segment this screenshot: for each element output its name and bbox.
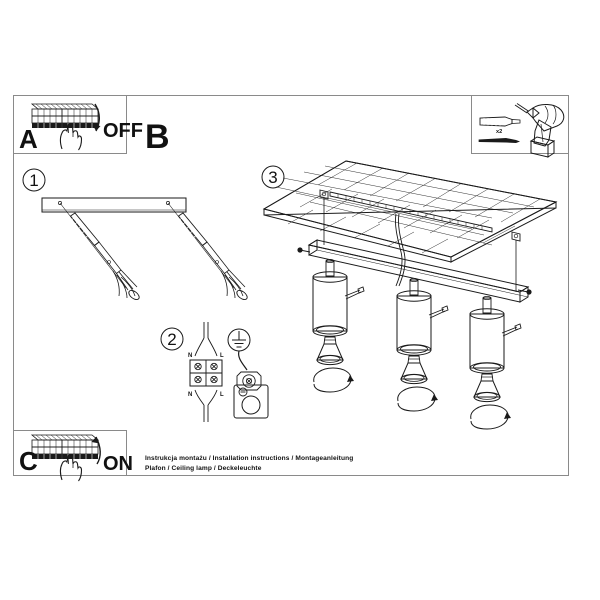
caption-line-2: Plafon / Ceiling lamp / Deckeleuchte [145, 465, 262, 472]
tools-quantity-label: x2 [496, 129, 502, 135]
tools-box [471, 95, 569, 154]
twist-to-lock-arrow-icon-1 [313, 367, 354, 393]
tilt-screw-2 [428, 305, 449, 319]
panel-c-box [13, 430, 127, 476]
panel-a-box [13, 95, 127, 154]
wall-plug-icon [479, 116, 521, 127]
terminal-block [189, 359, 223, 387]
screw-body [479, 138, 520, 143]
spotlight-head-2 [396, 277, 449, 412]
breaker-switch-row [32, 123, 98, 128]
supply-wire-droop [395, 213, 403, 287]
screw-left-tip [128, 289, 140, 301]
fixture-cable [194, 389, 218, 422]
twist-to-lock-arrow-icon-3 [470, 404, 511, 430]
panel-a-letter: A [19, 124, 38, 154]
arrow-up-curved-icon [91, 436, 101, 465]
connector-housing [233, 384, 269, 419]
panel-b-letter: B [145, 118, 170, 156]
ceiling-surface [262, 160, 558, 263]
step-2-number: 2 [167, 330, 176, 349]
hand-pointing-icon-c [59, 453, 83, 482]
bulb-3 [473, 373, 501, 403]
twist-to-lock-arrow-icon-2 [397, 386, 438, 412]
step-1-number: 1 [29, 171, 38, 190]
step-3: 3 [261, 160, 558, 430]
bar-hole-right [166, 201, 170, 205]
mounting-bar [41, 197, 187, 213]
ceiling-plank-lines [275, 165, 535, 246]
spotlight-head-3 [469, 295, 522, 430]
plate-screw-right [517, 289, 532, 295]
screw-right-tip [236, 289, 248, 301]
step-1-badge [22, 168, 46, 192]
bulb-1 [316, 336, 344, 366]
earth-connector [236, 371, 262, 391]
step-2-badge [160, 327, 184, 351]
supply-wire-droop-2 [398, 213, 406, 287]
supply-cable [194, 322, 218, 357]
hand-pointing-icon [59, 122, 83, 151]
arrow-head [92, 124, 101, 131]
tilt-screw-1 [344, 286, 365, 300]
panel-a-action-label: OFF [103, 120, 143, 142]
step-2: 2 N L N L [160, 322, 269, 422]
panel-c: ON C [13, 430, 133, 482]
panel-c-action-label: ON [103, 453, 133, 475]
drill-icon [514, 103, 565, 158]
ceiling-bracket-left [319, 189, 329, 200]
panel-a: OFF A [13, 95, 143, 154]
bulb-2 [400, 355, 428, 385]
panel-tools: x2 [471, 95, 569, 158]
spotlight-head-1 [312, 258, 365, 393]
terminal-label-n-top: N [188, 353, 192, 359]
screw-icon [478, 138, 520, 143]
step-3-number: 3 [268, 168, 277, 187]
mounting-rod [329, 191, 493, 233]
fastener-left [59, 202, 140, 301]
step-3-badge [261, 165, 285, 189]
terminal-label-n-bottom: N [188, 392, 192, 398]
wire-strands-left [112, 269, 138, 299]
terminal-label-l-top: L [220, 353, 224, 359]
breaker-switch-row-c [32, 454, 98, 459]
plate-screw-left [297, 247, 311, 253]
ceiling-bracket-right [511, 231, 521, 242]
fastener-right [167, 202, 248, 301]
earth-lead-wire [238, 350, 248, 371]
panel-c-letter: C [19, 446, 38, 476]
step-1: 1 [22, 168, 248, 301]
terminal-label-l-bottom: L [220, 392, 224, 398]
arrow-down-curved-icon [92, 103, 101, 132]
bar-hole-left [58, 201, 62, 205]
wire-strands-right [220, 269, 246, 299]
arrow-head-c [91, 437, 100, 444]
caption-line-1: Instrukcja montażu / Installation instru… [145, 455, 353, 462]
sheet-frame [13, 95, 569, 476]
tilt-screw-3 [501, 323, 522, 337]
